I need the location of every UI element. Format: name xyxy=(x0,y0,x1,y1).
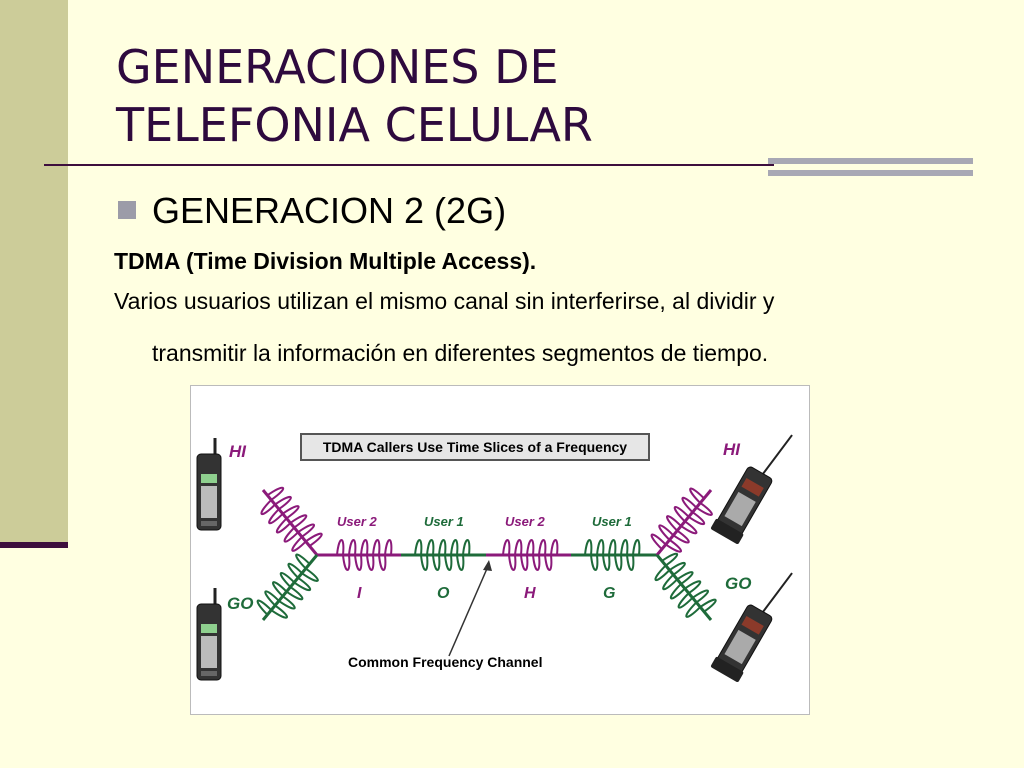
right-bottom-tag: GO xyxy=(725,574,752,593)
body-text-line-1: Varios usuarios utilizan el mismo canal … xyxy=(114,288,775,314)
slide-title: GENERACIONES DE TELEFONIA CELULAR xyxy=(116,38,593,154)
wave-packet-4 xyxy=(584,539,641,571)
bullet-square-icon xyxy=(118,201,136,219)
wave-packet-right-bottom xyxy=(654,552,717,618)
slot-user-label-2: User 1 xyxy=(424,514,464,529)
left-decor-underline xyxy=(0,542,68,548)
diagram-title: TDMA Callers Use Time Slices of a Freque… xyxy=(300,433,650,461)
wave-packet-left-top xyxy=(260,486,323,552)
slot-user-label-3: User 2 xyxy=(505,514,545,529)
slot-letter-3: H xyxy=(524,585,536,602)
slot-user-label-4: User 1 xyxy=(592,514,632,529)
title-line-2: TELEFONIA CELULAR xyxy=(116,98,593,152)
phone-left-top-icon xyxy=(196,438,222,531)
bullet-heading: GENERACION 2 (2G) xyxy=(152,190,507,231)
slot-letter-4: G xyxy=(603,585,616,602)
slot-letter-2: O xyxy=(437,585,450,602)
wave-packet-2 xyxy=(414,539,471,571)
wave-packet-1 xyxy=(336,539,393,571)
divider-accent-top xyxy=(768,158,973,164)
tdma-diagram-graphic xyxy=(196,434,793,682)
diagram-caption: Common Frequency Channel xyxy=(348,654,543,670)
right-top-tag: HI xyxy=(723,440,740,459)
phone-left-bottom-icon xyxy=(196,588,222,681)
body-text-line-2: transmitir la información en diferentes … xyxy=(152,340,769,366)
caption-arrow xyxy=(448,563,490,657)
phone-right-top-icon xyxy=(711,434,793,544)
title-divider xyxy=(44,164,774,166)
wave-packet-3 xyxy=(502,539,559,571)
left-decor-bar xyxy=(0,0,68,548)
title-line-1: GENERACIONES DE xyxy=(116,40,559,94)
left-top-tag: HI xyxy=(229,442,246,461)
slot-letter-1: I xyxy=(357,585,362,602)
wave-packet-right-top xyxy=(650,487,713,553)
slot-user-label-1: User 2 xyxy=(337,514,377,529)
phone-right-bottom-icon xyxy=(711,572,793,682)
left-bottom-tag: GO xyxy=(227,594,254,613)
subheading: TDMA (Time Division Multiple Access). xyxy=(114,248,537,274)
caption-arrow-head xyxy=(483,560,492,571)
wave-packet-left-bottom xyxy=(256,553,319,619)
tdma-diagram: TDMA Callers Use Time Slices of a Freque… xyxy=(190,385,810,715)
divider-accent-bottom xyxy=(768,170,973,176)
